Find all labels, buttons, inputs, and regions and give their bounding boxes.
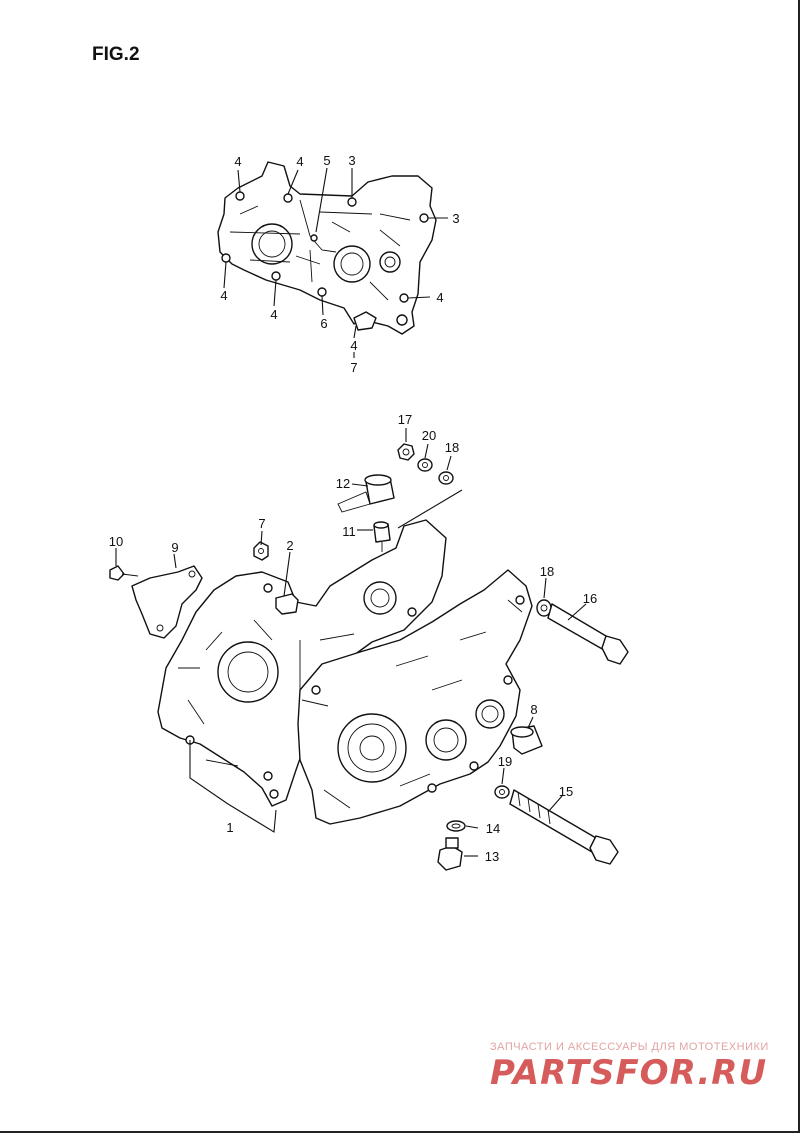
callout-label: 4 — [296, 154, 303, 169]
callout-label: 9 — [171, 540, 178, 555]
nut-part — [253, 541, 269, 561]
washer-part — [446, 820, 466, 832]
callout-label: 17 — [398, 412, 412, 427]
callout-label: 4 — [220, 288, 227, 303]
screw-part — [109, 565, 125, 581]
crankcase-leader-lines — [115, 428, 587, 857]
crankcase-callouts: 17 20 18 12 11 7 10 9 2 18 16 8 19 15 14… — [109, 412, 597, 864]
callout-label: 4 — [436, 290, 443, 305]
callout-label: 5 — [323, 153, 330, 168]
callout-label: 8 — [530, 702, 537, 717]
callout-label: 3 — [452, 211, 459, 226]
loose-parts — [109, 443, 629, 871]
callout-label: 20 — [422, 428, 436, 443]
washer-part — [494, 785, 510, 799]
washer-part — [438, 471, 454, 485]
watermark-tagline: ЗАПЧАСТИ И АКСЕССУАРЫ ДЛЯ МОТОТЕХНИКИ — [490, 1041, 769, 1053]
callout-label: 14 — [486, 821, 500, 836]
washer-part — [417, 458, 433, 472]
watermark: ЗАПЧАСТИ И АКСЕССУАРЫ ДЛЯ МОТОТЕХНИКИ PA… — [490, 1041, 769, 1093]
callout-label: 10 — [109, 534, 123, 549]
plate-part — [131, 565, 203, 639]
callout-label: 7 — [350, 360, 357, 375]
watermark-brand: PARTSFOR.RU — [490, 1053, 767, 1093]
drain-plug-part — [437, 845, 463, 871]
callout-label: 4 — [350, 338, 357, 353]
callout-label: 18 — [540, 564, 554, 579]
callout-label: 15 — [559, 784, 573, 799]
callout-label: 1 — [226, 820, 233, 835]
callout-label: 4 — [234, 154, 241, 169]
figure-title: FIG.2 — [92, 44, 140, 65]
gasket-leader-lines — [223, 167, 448, 358]
callout-label: 6 — [320, 316, 327, 331]
gasket-callouts: 4 4 5 3 3 4 4 6 4 4 7 — [220, 153, 459, 375]
callout-label: 3 — [348, 153, 355, 168]
callout-label: 11 — [342, 524, 356, 539]
callout-label: 4 — [270, 307, 277, 322]
callout-label: 13 — [485, 849, 499, 864]
crankcase-assembly — [157, 519, 533, 825]
bolt-part — [509, 789, 601, 853]
callout-label: 16 — [583, 591, 597, 606]
callout-label: 2 — [286, 538, 293, 553]
callout-label: 12 — [336, 476, 350, 491]
nut-part — [397, 443, 415, 461]
callout-label: 7 — [258, 516, 265, 531]
callout-label: 18 — [445, 440, 459, 455]
callout-label: 19 — [498, 754, 512, 769]
crankcase-gasket — [217, 161, 437, 335]
